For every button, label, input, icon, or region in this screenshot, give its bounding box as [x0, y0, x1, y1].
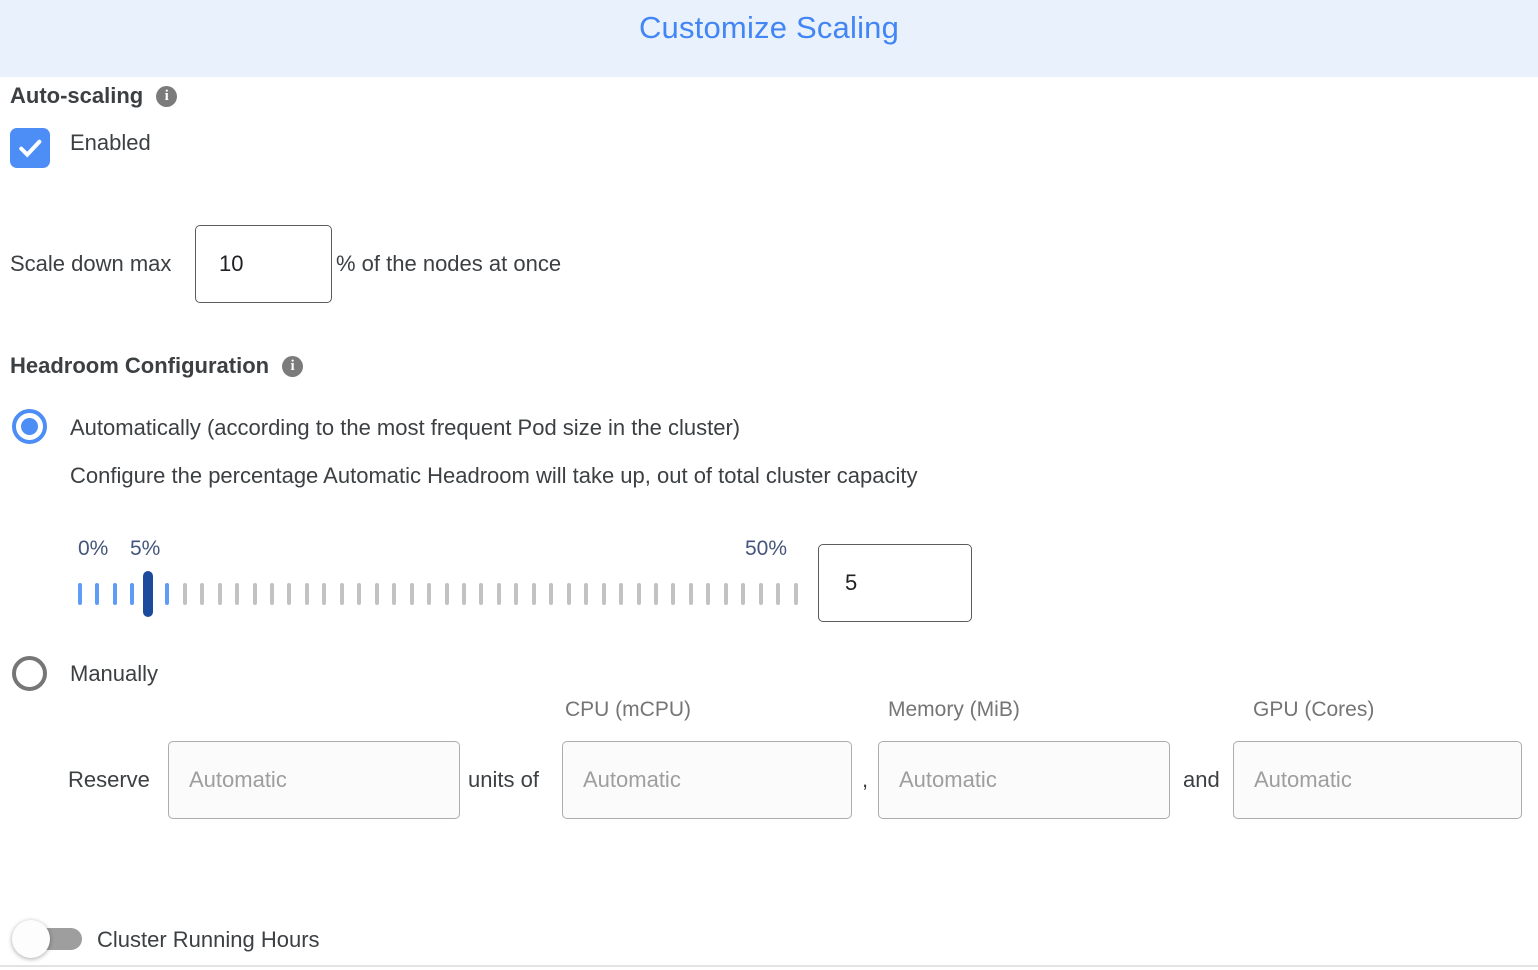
page-title: Customize Scaling	[638, 10, 900, 45]
enabled-label: Enabled	[70, 130, 151, 155]
slider-tick	[584, 583, 589, 605]
slider-min-label: 0%	[78, 537, 109, 560]
slider-tick	[793, 583, 798, 605]
automatically-description: Configure the percentage Automatic Headr…	[70, 463, 918, 488]
slider-tick	[287, 583, 292, 605]
slider-tick	[322, 583, 327, 605]
slider-tick	[304, 583, 309, 605]
headroom-slider: 0% 5% 50%	[78, 537, 1058, 632]
slider-tick	[531, 583, 536, 605]
slider-tick	[235, 583, 240, 605]
slider-tick	[723, 583, 728, 605]
slider-tick	[496, 583, 501, 605]
slider-tick	[200, 583, 205, 605]
slider-tick	[461, 583, 466, 605]
slider-tick	[78, 583, 82, 605]
radio-dot	[21, 418, 38, 435]
reserve-memory-input[interactable]	[878, 741, 1170, 819]
dialog-header: Customize Scaling	[0, 0, 1538, 77]
cluster-running-hours-label: Cluster Running Hours	[97, 927, 320, 952]
reserve-label: Reserve	[68, 767, 150, 792]
slider-tick	[776, 583, 781, 605]
slider-tick	[427, 583, 432, 605]
reserve-gpu-input[interactable]	[1233, 741, 1522, 819]
toggle-thumb[interactable]	[12, 920, 50, 958]
slider-tick	[636, 583, 641, 605]
slider-max-label: 50%	[745, 537, 788, 560]
units-of-label: units of	[468, 767, 539, 792]
headroom-section-header: Headroom Configuration i	[10, 353, 304, 379]
auto-scaling-section-header: Auto-scaling i	[10, 83, 178, 109]
slider-tick	[374, 583, 379, 605]
slider-tick	[182, 583, 187, 605]
slider-tick	[549, 583, 554, 605]
automatically-option-label: Automatically (according to the most fre…	[70, 415, 741, 440]
slider-tick	[269, 583, 274, 605]
scale-down-prefix: Scale down max	[10, 251, 172, 276]
column-header-gpu: GPU (Cores)	[1253, 698, 1375, 721]
checkmark-icon	[19, 139, 42, 158]
slider-tick	[130, 583, 135, 605]
slider-tick	[601, 583, 606, 605]
slider-tick	[688, 583, 693, 605]
manually-option-label: Manually	[70, 661, 159, 686]
info-icon[interactable]: i	[156, 85, 178, 107]
bottom-divider	[0, 965, 1538, 967]
reserve-units-input[interactable]	[168, 741, 460, 819]
slider-current-label: 5%	[130, 537, 161, 560]
headroom-config-label: Headroom Configuration	[10, 353, 270, 378]
column-header-memory: Memory (MiB)	[888, 698, 1020, 721]
slider-tick	[671, 583, 676, 605]
comma-separator: ,	[862, 767, 869, 792]
radio-manually[interactable]	[12, 656, 47, 691]
slider-tick	[653, 583, 658, 605]
slider-tick	[409, 583, 414, 605]
radio-automatically[interactable]	[12, 409, 47, 444]
slider-tick	[217, 583, 222, 605]
slider-tick	[252, 583, 257, 605]
column-header-cpu: CPU (mCPU)	[565, 698, 691, 721]
slider-tick	[706, 583, 711, 605]
slider-tick	[444, 583, 449, 605]
slider-tick	[339, 583, 344, 605]
slider-tick	[479, 583, 484, 605]
slider-tick	[741, 583, 746, 605]
slider-handle[interactable]	[143, 571, 153, 617]
slider-tick	[619, 583, 624, 605]
auto-scaling-enabled-checkbox[interactable]	[10, 128, 50, 168]
reserve-cpu-input[interactable]	[562, 741, 852, 819]
scale-down-max-input[interactable]	[195, 225, 332, 303]
slider-tick	[357, 583, 362, 605]
slider-ticks[interactable]	[78, 583, 798, 605]
slider-tick	[165, 583, 170, 605]
slider-tick	[758, 583, 763, 605]
scale-down-suffix: % of the nodes at once	[336, 251, 562, 276]
and-label: and	[1183, 767, 1220, 792]
slider-tick	[112, 583, 117, 605]
slider-tick	[566, 583, 571, 605]
headroom-percentage-input[interactable]	[818, 544, 972, 622]
slider-tick	[514, 583, 519, 605]
slider-tick	[392, 583, 397, 605]
info-icon[interactable]: i	[282, 355, 304, 377]
auto-scaling-label: Auto-scaling	[10, 83, 144, 108]
slider-tick	[95, 583, 100, 605]
